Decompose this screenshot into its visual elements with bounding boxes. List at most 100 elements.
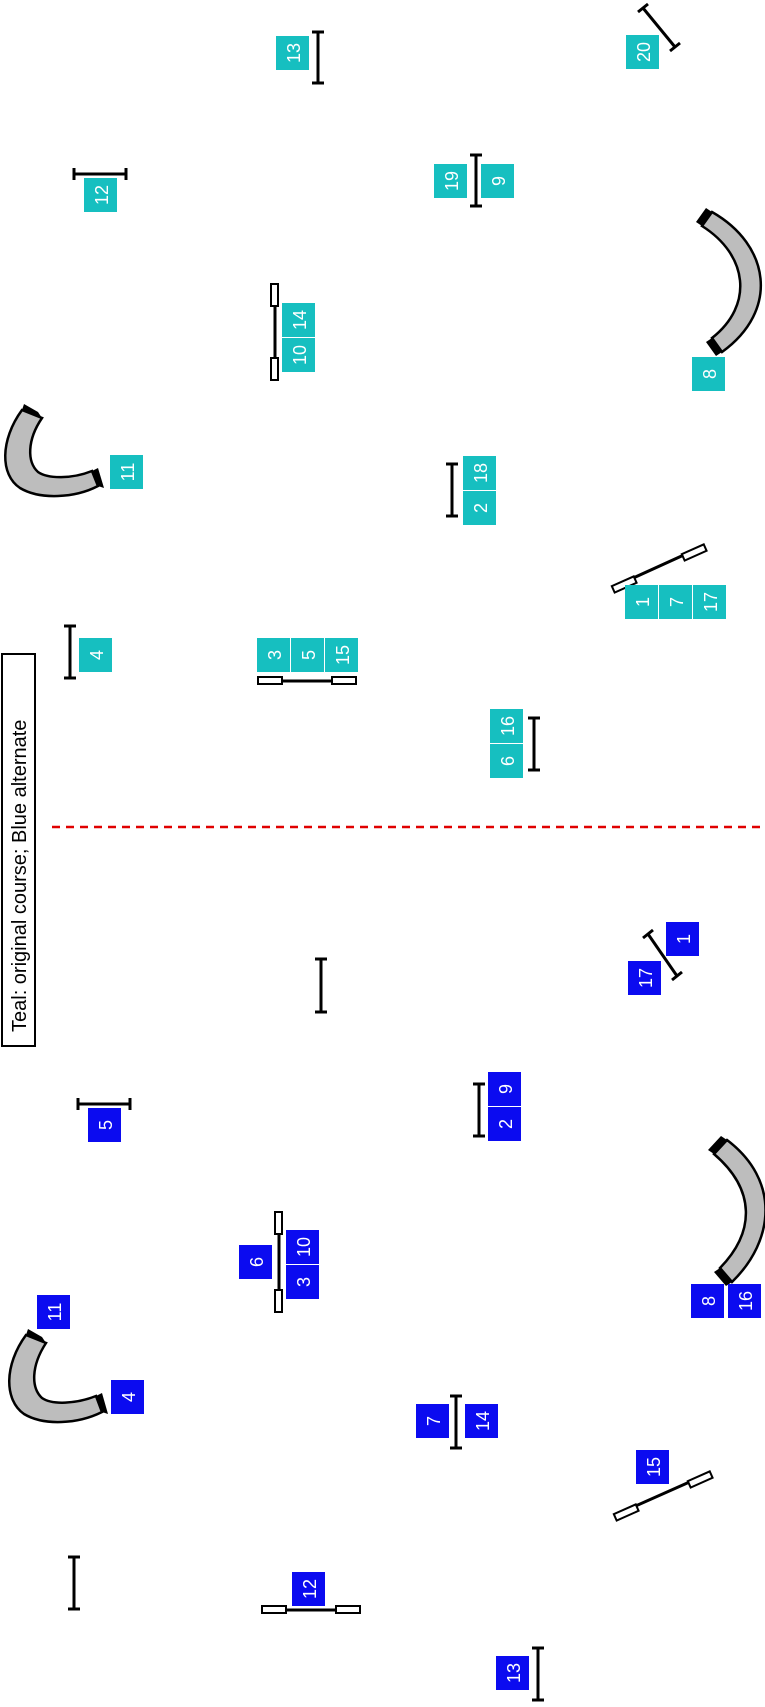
legend-text: Teal: original course; Blue alternate — [9, 720, 31, 1032]
teal-badge: 9 — [481, 164, 514, 198]
svg-text:17: 17 — [701, 592, 721, 612]
svg-text:14: 14 — [290, 310, 310, 330]
svg-text:19: 19 — [442, 171, 462, 191]
teal-badge: 17 — [693, 585, 726, 619]
svg-text:6: 6 — [498, 756, 518, 766]
svg-text:16: 16 — [498, 716, 518, 736]
blue-badge: 5 — [88, 1108, 121, 1142]
svg-text:7: 7 — [424, 1416, 444, 1426]
panel-jump — [257, 676, 357, 685]
jump — [68, 1555, 80, 1611]
jump — [72, 168, 128, 180]
svg-text:10: 10 — [290, 345, 310, 365]
jump — [642, 928, 683, 982]
jump — [312, 30, 324, 85]
teal-badge: 16 — [490, 709, 523, 743]
jump — [532, 1646, 544, 1702]
jump — [473, 1082, 485, 1138]
teal-badge: 18 — [463, 456, 496, 490]
jump — [76, 1098, 132, 1110]
panel-jump — [610, 543, 708, 594]
svg-text:17: 17 — [636, 968, 656, 988]
svg-text:1: 1 — [674, 934, 694, 944]
svg-text:3: 3 — [294, 1277, 314, 1287]
blue-badge: 17 — [628, 961, 661, 995]
teal-badge: 12 — [84, 178, 117, 212]
svg-text:16: 16 — [736, 1291, 756, 1311]
jump — [446, 462, 458, 518]
panel-jump — [274, 1211, 283, 1313]
teal-badge: 3 — [257, 638, 290, 672]
blue-badge: 9 — [488, 1072, 521, 1106]
blue-badge: 8 — [691, 1284, 724, 1318]
panel-jump — [612, 1470, 714, 1522]
svg-text:2: 2 — [496, 1119, 516, 1129]
teal-badge: 19 — [434, 164, 467, 198]
blue-badges: 1 17 5 9 2 6 10 3 8 16 11 4 7 14 15 12 1… — [37, 922, 761, 1690]
blue-badge: 4 — [111, 1380, 144, 1414]
svg-text:15: 15 — [333, 645, 353, 665]
svg-text:9: 9 — [496, 1084, 516, 1094]
teal-badge: 15 — [325, 638, 358, 672]
teal-badge: 11 — [110, 455, 143, 489]
blue-badge: 14 — [465, 1404, 498, 1438]
svg-text:6: 6 — [247, 1257, 267, 1267]
svg-text:20: 20 — [634, 42, 654, 62]
teal-badge: 13 — [276, 36, 309, 70]
teal-badge: 10 — [282, 338, 315, 372]
blue-badge: 11 — [37, 1295, 70, 1329]
legend-box: Teal: original course; Blue alternate — [1, 653, 36, 1047]
teal-badge: 2 — [463, 491, 496, 525]
panel-jump — [270, 283, 279, 381]
blue-badge: 10 — [286, 1230, 319, 1264]
svg-text:11: 11 — [45, 1303, 65, 1322]
teal-badge: 5 — [291, 638, 324, 672]
tunnel — [8, 1329, 108, 1424]
svg-text:18: 18 — [471, 463, 491, 483]
svg-text:13: 13 — [284, 43, 304, 63]
svg-text:11: 11 — [118, 463, 138, 482]
svg-text:2: 2 — [471, 503, 491, 513]
panel-jump — [261, 1605, 361, 1614]
teal-badges: 13 20 12 19 9 14 10 8 11 18 2 4 1 7 17 3… — [79, 35, 726, 778]
blue-badge: 6 — [239, 1245, 272, 1279]
svg-text:15: 15 — [644, 1457, 664, 1477]
teal-badge: 4 — [79, 638, 112, 672]
tunnel — [4, 404, 104, 498]
jump — [637, 2, 681, 53]
svg-text:12: 12 — [300, 1579, 320, 1599]
jump — [315, 957, 327, 1014]
teal-badge: 1 — [625, 585, 658, 619]
svg-text:9: 9 — [489, 176, 509, 186]
teal-badge: 14 — [282, 303, 315, 337]
svg-text:5: 5 — [96, 1120, 116, 1130]
jump — [470, 153, 482, 208]
svg-text:1: 1 — [633, 597, 653, 607]
svg-text:4: 4 — [87, 650, 107, 660]
blue-badge: 7 — [416, 1404, 449, 1438]
blue-badge: 13 — [496, 1656, 529, 1690]
blue-badge: 16 — [728, 1284, 761, 1318]
teal-badge: 8 — [692, 357, 725, 391]
svg-text:7: 7 — [667, 597, 687, 607]
svg-text:8: 8 — [699, 1296, 719, 1306]
svg-text:12: 12 — [92, 185, 112, 205]
teal-badge: 6 — [490, 744, 523, 778]
teal-badge: 7 — [659, 585, 692, 619]
svg-text:14: 14 — [473, 1411, 493, 1431]
jump — [528, 716, 540, 772]
tunnel — [708, 1136, 765, 1286]
blue-badge: 15 — [636, 1450, 669, 1484]
svg-text:4: 4 — [119, 1392, 139, 1402]
blue-badge: 2 — [488, 1107, 521, 1141]
svg-text:10: 10 — [294, 1237, 314, 1257]
blue-badge: 12 — [292, 1572, 325, 1606]
svg-text:3: 3 — [265, 650, 285, 660]
tunnel — [696, 208, 763, 356]
jump — [450, 1394, 462, 1450]
blue-badge: 3 — [286, 1265, 319, 1299]
teal-badge: 20 — [626, 35, 659, 69]
blue-badge: 1 — [666, 922, 699, 956]
svg-text:8: 8 — [700, 369, 720, 379]
